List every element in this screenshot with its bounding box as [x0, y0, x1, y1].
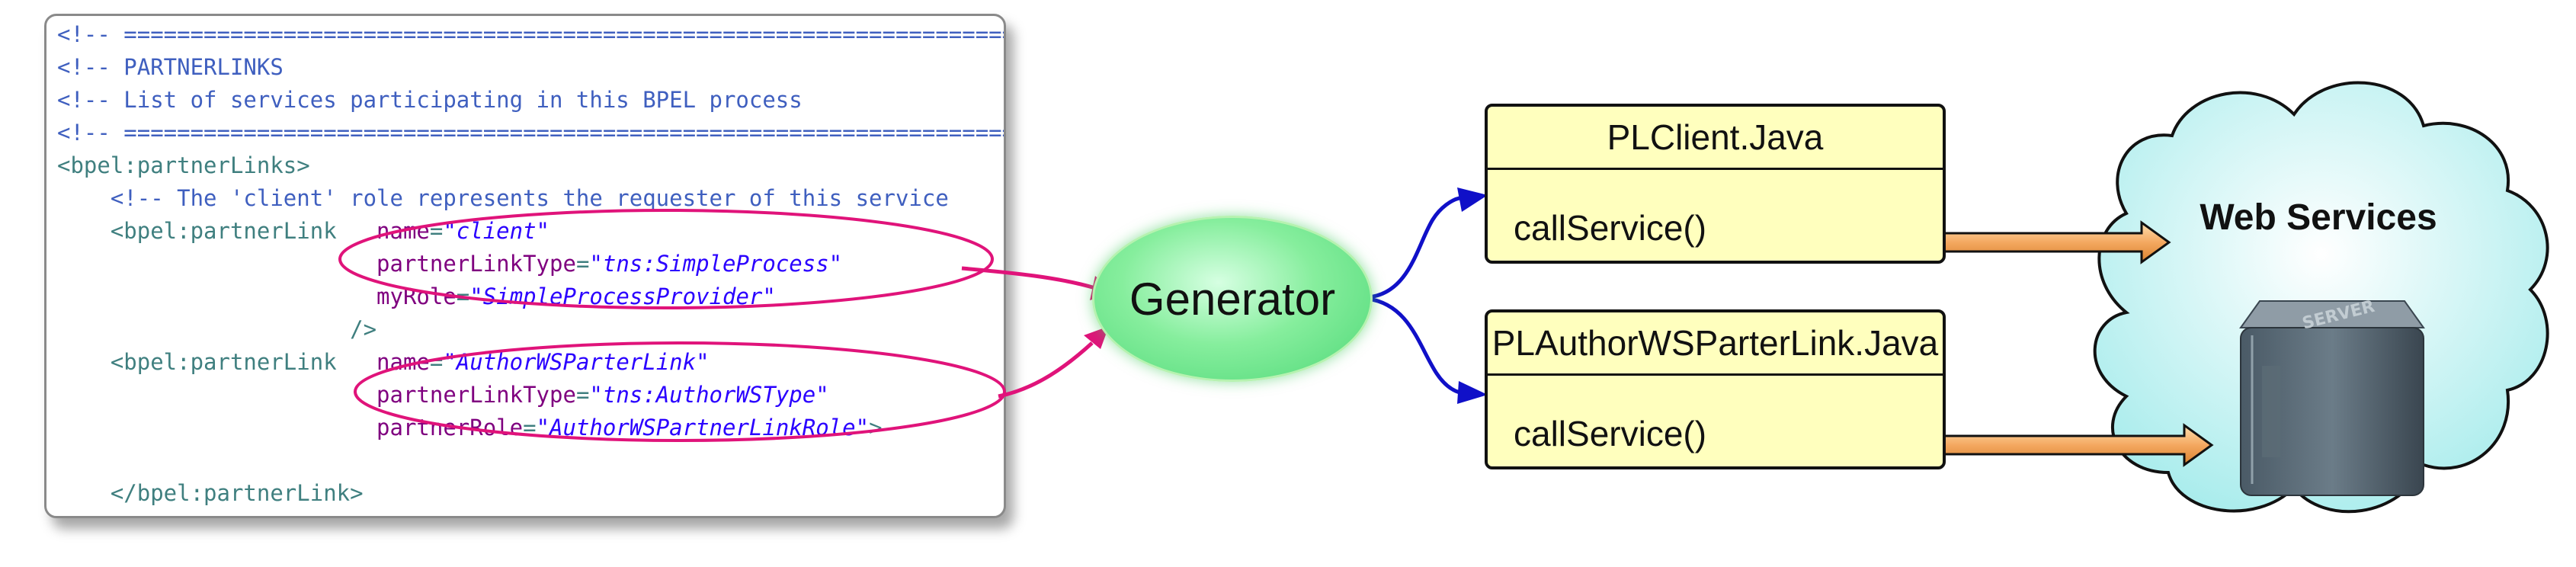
code-line: </bpel:partnerLinks>: [57, 511, 323, 516]
arrowhead-plclient: [1457, 187, 1488, 212]
code-token: =: [429, 349, 444, 375]
code-line: <!-- The 'client' role represents the re…: [57, 183, 949, 213]
java-box-title: PLAuthorWSParterLink.Java: [1488, 312, 1943, 376]
java-box-method: callService(): [1514, 208, 1707, 248]
code-token: "tns:SimpleProcess": [589, 251, 843, 277]
code-token: >: [869, 415, 883, 440]
code-token: />: [57, 316, 377, 342]
arrow-author-to-generator: [998, 341, 1094, 399]
code-line: <!-- ===================================…: [57, 19, 1006, 50]
code-line: />: [57, 314, 376, 344]
code-token: =: [575, 382, 590, 408]
generator-label: Generator: [1129, 273, 1336, 325]
highlight-ellipse-client: [338, 209, 994, 309]
code-token: partnerLinkType: [376, 382, 576, 408]
code-line: <bpel:partnerLinks>: [57, 150, 310, 181]
code-line: partnerLinkType="tns:AuthorWSType": [57, 380, 829, 410]
java-box-title: PLClient.Java: [1488, 107, 1943, 170]
code-token: <!-- The 'client' role represents the re…: [57, 185, 949, 211]
code-token: "SimpleProcessProvider": [469, 284, 776, 309]
code-token: <!-- ===================================…: [57, 120, 1006, 146]
code-line: myRole="SimpleProcessProvider": [57, 281, 776, 312]
web-services-label: Web Services: [2200, 197, 2437, 238]
generator-node: Generator: [1092, 216, 1373, 382]
code-token: </bpel:partnerLink>: [57, 480, 364, 506]
arrowhead-author: [1084, 326, 1109, 349]
java-box-plclient: PLClient.Java callService(): [1485, 104, 1946, 264]
code-line: partnerLinkType="tns:SimpleProcess": [57, 248, 842, 279]
code-line: <!-- PARTNERLINKS: [57, 52, 284, 82]
code-line: </bpel:partnerLink>: [57, 478, 364, 508]
code-token: <!-- ===================================…: [57, 21, 1006, 47]
server-icon: SERVER: [2239, 297, 2425, 496]
code-token: =: [575, 251, 590, 277]
java-box-method: callService(): [1514, 414, 1707, 453]
code-line: <!-- List of services participating in t…: [57, 85, 803, 115]
web-services-cloud: [2093, 81, 2549, 514]
code-token: <bpel:partnerLink: [57, 218, 377, 244]
code-token: "tns:AuthorWSType": [589, 382, 829, 408]
arrow-client-to-generator: [961, 266, 1096, 290]
arrow-generator-to-plclient: [1367, 196, 1460, 300]
code-token: <bpel:partnerLink: [57, 349, 377, 375]
arrow-generator-to-plauthor: [1367, 296, 1460, 395]
java-box-plauthor: PLAuthorWSParterLink.Java callService(): [1485, 309, 1946, 469]
code-token: partnerLinkType: [376, 251, 576, 277]
code-token: <!-- List of services participating in t…: [57, 87, 803, 113]
code-token: myRole: [376, 284, 457, 309]
highlight-ellipse-author: [354, 341, 1006, 442]
code-token: <!-- PARTNERLINKS: [57, 54, 284, 80]
code-line: <!-- ===================================…: [57, 117, 1006, 148]
arrowhead-plauthor: [1457, 381, 1488, 404]
code-token: <bpel:partnerLinks>: [57, 152, 310, 178]
code-token: </bpel:partnerLinks>: [57, 513, 323, 516]
code-line: <bpel:partnerLink name="client": [57, 216, 549, 246]
